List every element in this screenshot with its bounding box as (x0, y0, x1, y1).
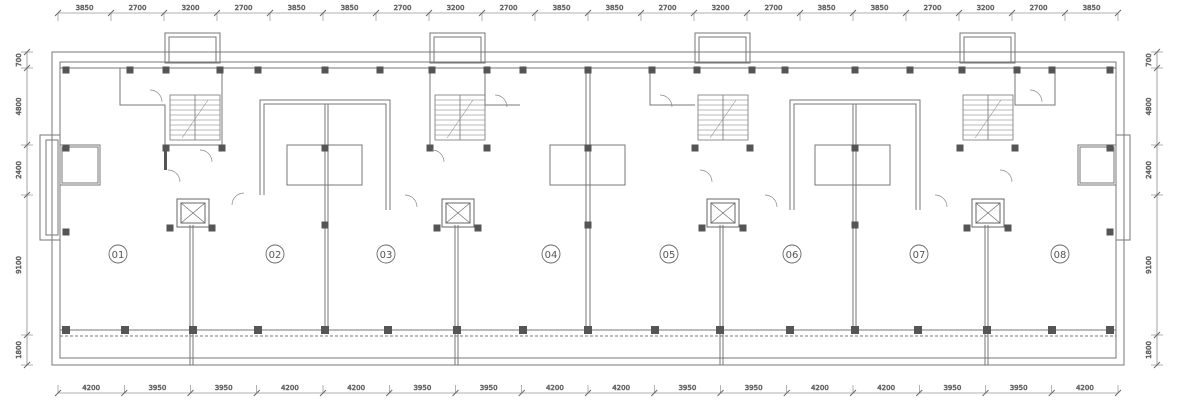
bottom-dimension-label: 3950 (215, 384, 233, 392)
side-dimension-label: 9100 (1145, 256, 1153, 274)
unit-number: 03 (380, 250, 393, 261)
stair-cores (169, 94, 1014, 141)
unit-label: 02 (265, 244, 285, 264)
side-dimension-label: 9100 (15, 256, 23, 274)
bottom-dimension-label: 4200 (612, 384, 630, 392)
bottom-dimension-label: 3950 (413, 384, 431, 392)
left-dimension-chain: 700 4800 2400 9100 1800 (15, 48, 33, 369)
bottom-dimension-label: 3950 (480, 384, 498, 392)
interior-walls (59, 68, 1117, 365)
elevator-shafts (176, 198, 1005, 228)
top-dimension-label: 2700 (235, 4, 253, 12)
side-dimension-label: 2400 (15, 161, 23, 179)
side-dimension-label: 4800 (1145, 98, 1153, 116)
top-dimension-chain: 3850 2700 3200 2700 3850 3850 2700 3200 2700 3850… (54, 4, 1122, 21)
top-dimension-label: 2700 (394, 4, 412, 12)
side-dimension-label: 1800 (15, 341, 23, 359)
top-dimension-label: 3200 (712, 4, 730, 12)
unit-number: 07 (913, 250, 926, 261)
side-dimension-label: 1800 (1145, 341, 1153, 359)
bottom-dimension-chain: 4200 3950 3950 4200 4200 3950 3950 4200 4200 3950… (54, 384, 1122, 397)
top-dimension-label: 3850 (341, 4, 359, 12)
top-dimension-label: 2700 (129, 4, 147, 12)
bottom-dimension-label: 4200 (546, 384, 564, 392)
unit-label: 06 (782, 244, 802, 264)
top-balconies (164, 32, 1016, 64)
top-dimension-label: 3850 (818, 4, 836, 12)
side-dimension-label: 2400 (1145, 161, 1153, 179)
unit-number: 01 (112, 250, 125, 261)
bottom-dimension-label: 4200 (347, 384, 365, 392)
unit-number: 02 (269, 250, 282, 261)
top-dimension-label: 3200 (447, 4, 465, 12)
unit-number: 05 (663, 250, 676, 261)
unit-label: 01 (108, 244, 128, 264)
unit-label: 04 (541, 244, 561, 264)
side-dimension-label: 700 (15, 53, 23, 66)
unit-label: 03 (376, 244, 396, 264)
bottom-dimension-label: 3950 (1010, 384, 1028, 392)
bottom-dimension-label: 3950 (678, 384, 696, 392)
top-dimension-label: 2700 (659, 4, 677, 12)
unit-label: 05 (659, 244, 679, 264)
top-dimension-label: 2700 (765, 4, 783, 12)
bottom-dimension-label: 3950 (745, 384, 763, 392)
side-dimension-label: 700 (1145, 53, 1153, 66)
left-bay-window (39, 134, 1131, 241)
right-dimension-chain: 700 4800 2400 9100 1800 (1145, 48, 1163, 369)
top-dimension-label: 3200 (182, 4, 200, 12)
bottom-dimension-label: 3950 (148, 384, 166, 392)
door-swings (149, 89, 1043, 208)
structural-columns (62, 66, 1114, 334)
bottom-dimension-label: 4200 (1076, 384, 1094, 392)
top-dimension-label: 2700 (924, 4, 942, 12)
bottom-dimension-label: 3950 (943, 384, 961, 392)
unit-number: 06 (786, 250, 799, 261)
top-dimension-label: 3850 (871, 4, 889, 12)
unit-labels: 01 02 03 04 05 06 07 08 (108, 244, 1070, 264)
bottom-dimension-label: 4200 (811, 384, 829, 392)
top-dimension-label: 3850 (76, 4, 94, 12)
unit-label: 08 (1050, 244, 1070, 264)
bottom-dimension-label: 4200 (877, 384, 895, 392)
top-dimension-label: 2700 (500, 4, 518, 12)
top-dimension-label: 3850 (606, 4, 624, 12)
bottom-dimension-label: 4200 (82, 384, 100, 392)
side-dimension-label: 4800 (15, 98, 23, 116)
top-dimension-label: 3850 (553, 4, 571, 12)
unit-number: 08 (1054, 250, 1067, 261)
unit-number: 04 (545, 250, 558, 261)
unit-label: 07 (909, 244, 929, 264)
bottom-dimension-label: 4200 (281, 384, 299, 392)
top-dimension-label: 3850 (288, 4, 306, 12)
top-dimension-label: 3850 (1083, 4, 1101, 12)
top-dimension-label: 3200 (977, 4, 995, 12)
top-dimension-label: 2700 (1030, 4, 1048, 12)
